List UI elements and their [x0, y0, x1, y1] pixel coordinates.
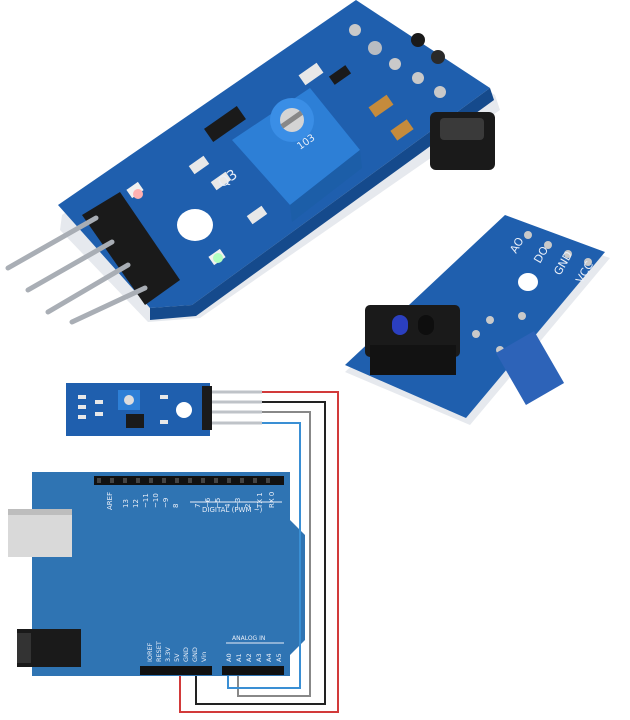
- power-pin-labels: IOREF RESET 3.3V 5V GND GND Vin: [146, 641, 208, 662]
- mounting-hole-2: [518, 273, 538, 291]
- potentiometer: 103: [232, 88, 362, 222]
- pin-a3: A3: [255, 653, 263, 662]
- smd-components: [126, 62, 414, 266]
- schematic-pins: [212, 390, 262, 425]
- pin-4: 4: [224, 503, 232, 508]
- pin-ioref: IOREF: [146, 642, 154, 662]
- aref-label: AREF: [106, 492, 114, 510]
- pin-a5: A5: [275, 653, 283, 662]
- pin-vin: Vin: [200, 652, 208, 662]
- pin-a2: A2: [245, 653, 253, 662]
- pin-5: ~5: [214, 498, 222, 508]
- digital-pin-labels: 13 12 ~11 ~10 ~9 8 7 ~6 ~5 4 ~3 2 TX 1 R…: [122, 492, 276, 509]
- pin-a0: A0: [225, 653, 233, 662]
- analog-pin-labels: A0 A1 A2 A3 A4 A5: [225, 653, 283, 662]
- wire-vcc: [179, 391, 339, 713]
- pin-6: ~6: [204, 497, 212, 508]
- wire-do: [237, 411, 311, 697]
- pin-9: ~9: [162, 498, 170, 508]
- signal-led-icon: [213, 253, 223, 263]
- wiring: [179, 391, 339, 713]
- arduino-uno-board: AREF 13 12 ~11 ~10 ~9 8 7 ~6 ~5 4 ~3 2 T…: [8, 472, 305, 676]
- far-header-holes: [349, 24, 446, 98]
- pin-gnd-1: GND: [182, 647, 190, 662]
- mounting-hole: [177, 209, 213, 241]
- pin-7: 7: [194, 504, 202, 508]
- analog-label: ANALOG IN: [232, 635, 265, 642]
- rear-header: [495, 331, 565, 405]
- header-pins: [5, 215, 148, 325]
- pin-gnd-2: GND: [191, 647, 199, 662]
- arduino-pcb: [32, 472, 305, 676]
- sensor-module-schematic: [66, 383, 262, 436]
- pin-11: ~11: [142, 493, 150, 508]
- pcb-shade: [150, 88, 494, 320]
- pin-reset: RESET: [155, 641, 163, 662]
- line-tracking-sensor-module: Q3 103: [5, 0, 500, 325]
- line-tracking-sensor-back: AO DO GND VCC: [345, 215, 610, 425]
- pin-a4: A4: [265, 653, 273, 662]
- pin-10: ~10: [152, 493, 160, 508]
- wire-ao: [227, 422, 301, 689]
- analog-header: [222, 666, 284, 675]
- pin-8: 8: [172, 504, 180, 508]
- pin-2: 2: [244, 504, 252, 508]
- wire-gnd: [195, 401, 326, 705]
- pin-12: 12: [132, 499, 140, 508]
- pin-13: 13: [122, 499, 130, 508]
- pin-tx1: TX 1: [256, 492, 264, 509]
- header-housing: [82, 192, 180, 305]
- pin-3: ~3: [234, 498, 242, 508]
- schematic-header: [202, 386, 212, 430]
- power-header: [140, 666, 212, 675]
- ir-sensor: [365, 305, 460, 375]
- power-led-icon: [133, 189, 143, 199]
- usb-port: [8, 509, 72, 557]
- digital-label: DIGITAL (PWM ~): [202, 506, 263, 514]
- pin-3v3: 3.3V: [164, 647, 172, 662]
- pin-holes: [524, 231, 592, 266]
- pin-rx0: RX 0: [268, 492, 276, 508]
- pin-a1: A1: [235, 653, 243, 662]
- ir-sensor-face: [440, 118, 484, 140]
- pin-5v: 5V: [173, 653, 181, 662]
